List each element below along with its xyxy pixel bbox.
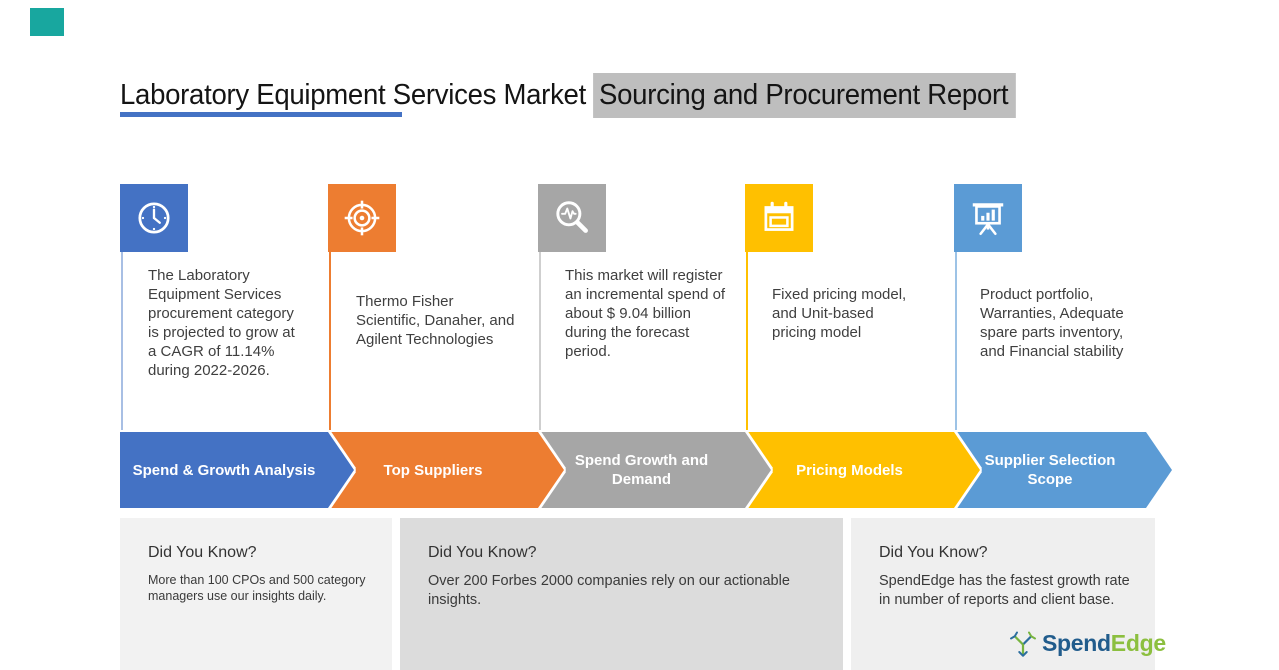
banner-label: Top Suppliers: [328, 432, 564, 508]
did-you-know-text: Over 200 Forbes 2000 companies rely on o…: [428, 573, 790, 608]
column-description-top-suppliers: Thermo Fisher Scientific, Danaher, and A…: [356, 293, 515, 348]
icon-box-spend-growth: [120, 184, 188, 252]
magnifier-pulse-icon: [551, 197, 593, 239]
did-you-know-heading: Did You Know?: [148, 544, 257, 561]
icon-box-supplier-selection: [954, 184, 1022, 252]
page-title-highlight: Sourcing and Procurement Report: [593, 73, 1016, 119]
clock-icon: [133, 197, 175, 239]
did-you-know-text: SpendEdge has the fastest growth rate in…: [879, 573, 1130, 608]
banner-spend-growth-demand: Spend Growth and Demand: [538, 432, 771, 508]
title-underline: [120, 112, 402, 117]
banner-supplier-selection-scope: Supplier Selection Scope: [954, 432, 1172, 508]
spendedge-logo: SpendEdge: [1008, 628, 1166, 658]
banner-top-suppliers: Top Suppliers: [328, 432, 564, 508]
banner-label: Spend & Growth Analysis: [120, 432, 354, 508]
did-you-know-box-1: Did You Know? More than 100 CPOs and 500…: [120, 518, 392, 670]
connector-line: [746, 252, 748, 432]
corner-accent-block: [30, 8, 64, 36]
did-you-know-text: More than 100 CPOs and 500 category mana…: [148, 573, 366, 603]
banner-label: Pricing Models: [745, 432, 980, 508]
icon-box-pricing-models: [745, 184, 813, 252]
column-description-spend-demand: This market will register an incremental…: [565, 267, 726, 360]
spendedge-mark-icon: [1008, 628, 1038, 658]
calendar-icon: [758, 197, 800, 239]
page-title-plain: Laboratory Equipment Services Market: [120, 79, 586, 112]
did-you-know-heading: Did You Know?: [428, 544, 537, 561]
connector-line: [955, 252, 957, 432]
banner-pricing-models: Pricing Models: [745, 432, 980, 508]
column-description-spend-growth: The Laboratory Equipment Services procur…: [148, 267, 295, 379]
logo-word-spend: Spend: [1042, 629, 1111, 656]
connector-line: [121, 252, 123, 432]
banner-label: Spend Growth and Demand: [538, 432, 771, 508]
target-icon: [341, 197, 383, 239]
presentation-chart-icon: [967, 197, 1009, 239]
icon-box-spend-demand: [538, 184, 606, 252]
did-you-know-box-3: Did You Know? SpendEdge has the fastest …: [851, 518, 1155, 670]
connector-line: [329, 252, 331, 432]
column-description-pricing-models: Fixed pricing model, and Unit-based pric…: [772, 286, 907, 341]
column-description-supplier-selection: Product portfolio, Warranties, Adequate …: [980, 286, 1124, 360]
connector-line: [539, 252, 541, 432]
banner-spend-growth-analysis: Spend & Growth Analysis: [120, 432, 354, 508]
banner-label: Supplier Selection Scope: [954, 432, 1172, 508]
logo-word-edge: Edge: [1110, 629, 1166, 656]
page-title: Laboratory Equipment Services Market Sou…: [120, 73, 1016, 119]
icon-box-top-suppliers: [328, 184, 396, 252]
did-you-know-box-2: Did You Know? Over 200 Forbes 2000 compa…: [400, 518, 843, 670]
did-you-know-heading: Did You Know?: [879, 544, 988, 561]
